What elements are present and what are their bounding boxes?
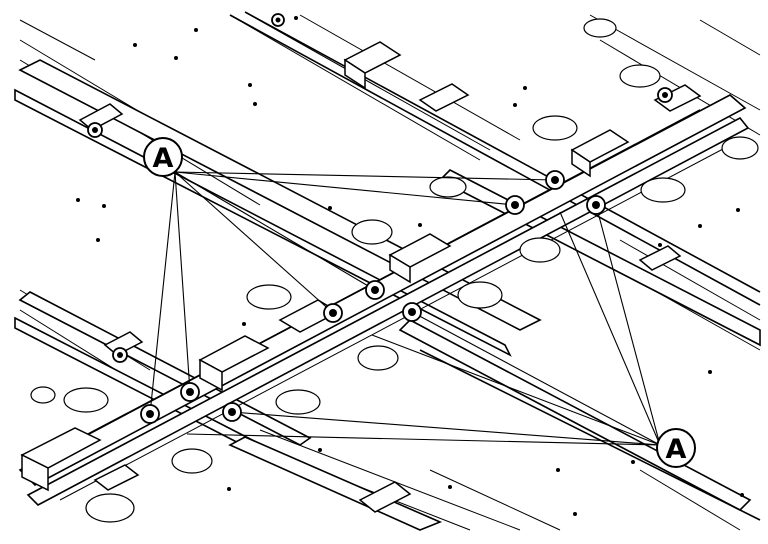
callout-label: A [666, 434, 687, 465]
callout-leader-lines [149, 171, 661, 446]
fitting-13 [271, 13, 285, 27]
fitting-9 [222, 402, 242, 422]
fitting-10 [657, 87, 673, 103]
fitting-8 [140, 404, 160, 424]
fitting-2 [505, 195, 525, 215]
attachment-fittings [87, 13, 673, 424]
beam-brackets [20, 41, 702, 513]
fitting-12 [112, 347, 128, 363]
callout-a-right: A [656, 428, 696, 468]
callout-a-left: A [143, 137, 183, 177]
fitting-7 [180, 382, 200, 402]
fitting-1 [545, 170, 565, 190]
floor-holes [30, 18, 759, 523]
fitting-6 [402, 302, 422, 322]
fitting-3 [586, 195, 606, 215]
callout-label: A [153, 143, 174, 174]
rivet-dots [76, 16, 744, 516]
fitting-4 [365, 280, 385, 300]
fitting-5 [323, 303, 343, 323]
fitting-11 [87, 122, 103, 138]
